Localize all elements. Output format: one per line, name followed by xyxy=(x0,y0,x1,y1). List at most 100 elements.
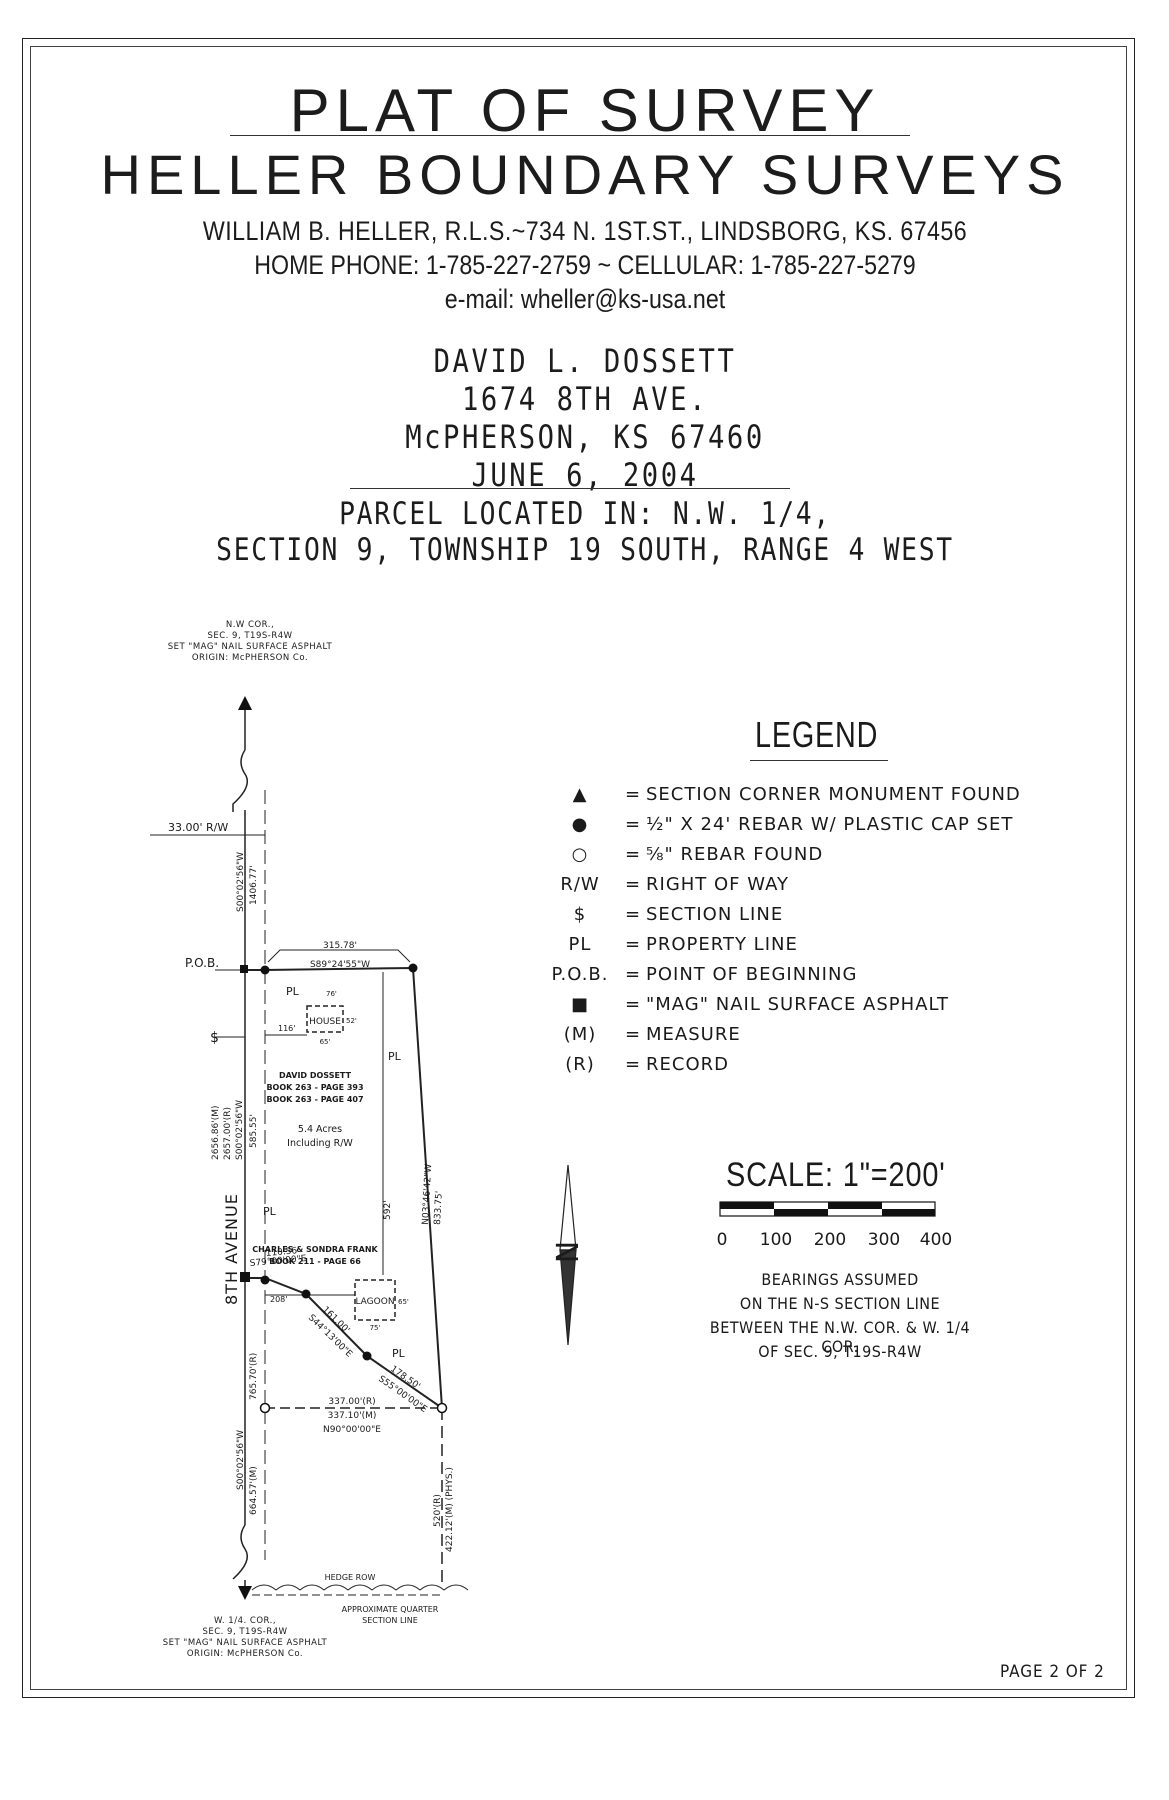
upper-dist: 1406.77' xyxy=(249,865,259,905)
south-measure: 337.10'(M) xyxy=(328,1411,377,1421)
triangle-icon: ▲ xyxy=(572,784,588,805)
rebar-set-pob xyxy=(260,965,270,975)
rebar-set-1 xyxy=(301,1289,311,1299)
east-lower-measure: 422.12'(M) (PHYS.) xyxy=(445,1467,455,1552)
legend-row-property-line: PL=PROPERTY LINE xyxy=(540,934,798,955)
section-line-icon: $ xyxy=(573,904,587,925)
bearing-note-4: OF SEC. 9, T19S-R4W xyxy=(758,1342,922,1361)
scale-title: SCALE: 1"=200' xyxy=(726,1156,946,1194)
legend-symbol: (R) xyxy=(565,1054,595,1075)
client-city: McPHERSON, KS 67460 xyxy=(405,418,765,456)
legend-row-rebar-found: ○=⅝" REBAR FOUND xyxy=(540,844,823,865)
nw-corner-label-1: N.W COR., xyxy=(226,620,274,630)
house-height: 52' xyxy=(346,1017,357,1025)
north-arrow-lower xyxy=(559,1249,577,1346)
scale-seg-2 xyxy=(774,1209,828,1216)
bearing-note-2: ON THE N-S SECTION LINE xyxy=(739,1294,941,1313)
pl-label-2: PL xyxy=(388,1050,402,1063)
title-rule xyxy=(230,135,910,136)
legend-text: ⅝" REBAR FOUND xyxy=(646,844,824,865)
pob-nail-marker xyxy=(240,965,248,973)
north-arrow-upper xyxy=(559,1164,577,1251)
filled-circle-icon: ● xyxy=(571,814,589,835)
parcel-line-2: SECTION 9, TOWNSHIP 19 SOUTH, RANGE 4 WE… xyxy=(216,532,954,568)
pl-label-4: PL xyxy=(392,1347,406,1360)
lagoon-label: LAGOON xyxy=(355,1297,394,1307)
pl-label-1: PL xyxy=(286,985,300,998)
top-bearing: S89°24'55"W xyxy=(310,960,370,970)
north-label: N xyxy=(551,1241,586,1263)
wq-corner-label-3: SET "MAG" NAIL SURFACE ASPHALT xyxy=(163,1638,328,1648)
scale-tick-0: 0 xyxy=(717,1230,728,1250)
seg1-bearing: S79°00'00"E xyxy=(249,1254,307,1269)
wq-corner-label-1: W. 1/4. COR., xyxy=(214,1616,276,1626)
wq-corner-label-2: SEC. 9, T19S-R4W xyxy=(202,1627,287,1637)
section-break-top xyxy=(232,749,248,812)
lagoon-width: 75' xyxy=(370,1324,381,1332)
frank-book: BOOK 211 - PAGE 66 xyxy=(269,1257,361,1266)
filled-square-icon: ■ xyxy=(570,994,589,1015)
property-boundary xyxy=(248,966,444,1411)
nw-corner-label-3: SET "MAG" NAIL SURFACE ASPHALT xyxy=(168,642,333,652)
section-line-symbol: $ xyxy=(210,1030,219,1046)
section-break-bottom xyxy=(232,1524,248,1580)
drawing-border-inner xyxy=(30,46,1127,1690)
surveyor-line: WILLIAM B. HELLER, R.L.S.~734 N. 1ST.ST.… xyxy=(202,216,968,246)
row-dim-label: 33.00' R/W xyxy=(168,821,228,834)
scale-seg-4 xyxy=(882,1209,935,1216)
quarter-line-label-2: SECTION LINE xyxy=(362,1616,418,1625)
legend-row-monument: ▲=SECTION CORNER MONUMENT FOUND xyxy=(540,784,1021,805)
frank-owner: CHARLES & SONDRA FRANK xyxy=(252,1245,378,1254)
scale-tick-300: 300 xyxy=(868,1230,900,1250)
phone-line: HOME PHONE: 1-785-227-2759 ~ CELLULAR: 1… xyxy=(254,250,916,280)
legend-symbol: (M) xyxy=(563,1024,597,1045)
south-record: 337.00'(R) xyxy=(328,1397,375,1407)
owner-label: DAVID DOSSETT xyxy=(279,1071,352,1080)
legend-row-mag-nail: ■="MAG" NAIL SURFACE ASPHALT xyxy=(540,994,949,1015)
hedge-row xyxy=(251,1584,469,1591)
client-street: 1674 8TH AVE. xyxy=(461,380,709,418)
scale-tick-200: 200 xyxy=(814,1230,846,1250)
scale-tick-100: 100 xyxy=(760,1230,792,1250)
pob-label: P.O.B. xyxy=(185,956,219,970)
bearing-note-1: BEARINGS ASSUMED xyxy=(761,1270,919,1289)
legend-rule xyxy=(750,760,888,761)
lagoon-height: 65' xyxy=(398,1298,409,1306)
email-line: e-mail: wheller@ks-usa.net xyxy=(444,284,726,314)
seg1-dist: 110.56' xyxy=(265,1246,300,1259)
client-name: DAVID L. DOSSETT xyxy=(433,342,737,380)
page-number: PAGE 2 OF 2 xyxy=(1000,1662,1105,1682)
lower-bearing: S00°02'56"W xyxy=(236,1430,246,1490)
date-rule xyxy=(350,488,790,489)
legend-row-rebar-set: ●=½" X 24' REBAR W/ PLASTIC CAP SET xyxy=(540,814,1013,835)
east-bearing: N03°46'42"W xyxy=(421,1164,434,1226)
scale-tick-400: 400 xyxy=(920,1230,952,1250)
rebar-found-sw xyxy=(259,1402,271,1414)
including-row-label: Including R/W xyxy=(287,1138,353,1149)
center-dim: 592' xyxy=(383,1200,393,1220)
hedge-label: HEDGE ROW xyxy=(325,1573,376,1582)
side-dim-2: 2657.00'(R) xyxy=(223,1107,233,1160)
house-width: 65' xyxy=(320,1038,331,1046)
legend-text: PROPERTY LINE xyxy=(646,934,798,955)
top-dist: 315.78' xyxy=(323,941,357,951)
legend-row-pob: P.O.B.=POINT OF BEGINNING xyxy=(540,964,857,985)
legend-row-measure: (M)=MEASURE xyxy=(540,1024,741,1045)
road-label: 8TH AVENUE xyxy=(222,1193,241,1305)
legend-row-record: (R)=RECORD xyxy=(540,1054,729,1075)
company-name: HELLER BOUNDARY SURVEYS xyxy=(100,143,1070,206)
bearing-note-3: BETWEEN THE N.W. COR. & W. 1/4 COR. xyxy=(709,1318,971,1356)
south-bearing: N90°00'00"E xyxy=(323,1425,381,1435)
legend-text: SECTION LINE xyxy=(646,904,784,925)
scale-bar xyxy=(719,1201,936,1217)
legend-text: POINT OF BEGINNING xyxy=(646,964,858,985)
north-arrow: N xyxy=(551,1164,586,1346)
upper-bearing: S00°02'56"W xyxy=(236,852,246,912)
top-dim-line xyxy=(267,949,411,963)
legend-row-row: R/W=RIGHT OF WAY xyxy=(540,874,789,895)
plat-title: PLAT OF SURVEY xyxy=(289,77,881,144)
lagoon-offset: 208' xyxy=(270,1295,287,1304)
legend-row-section-line: $=SECTION LINE xyxy=(540,904,783,925)
lower-record: 765.70'(R) xyxy=(249,1353,259,1400)
